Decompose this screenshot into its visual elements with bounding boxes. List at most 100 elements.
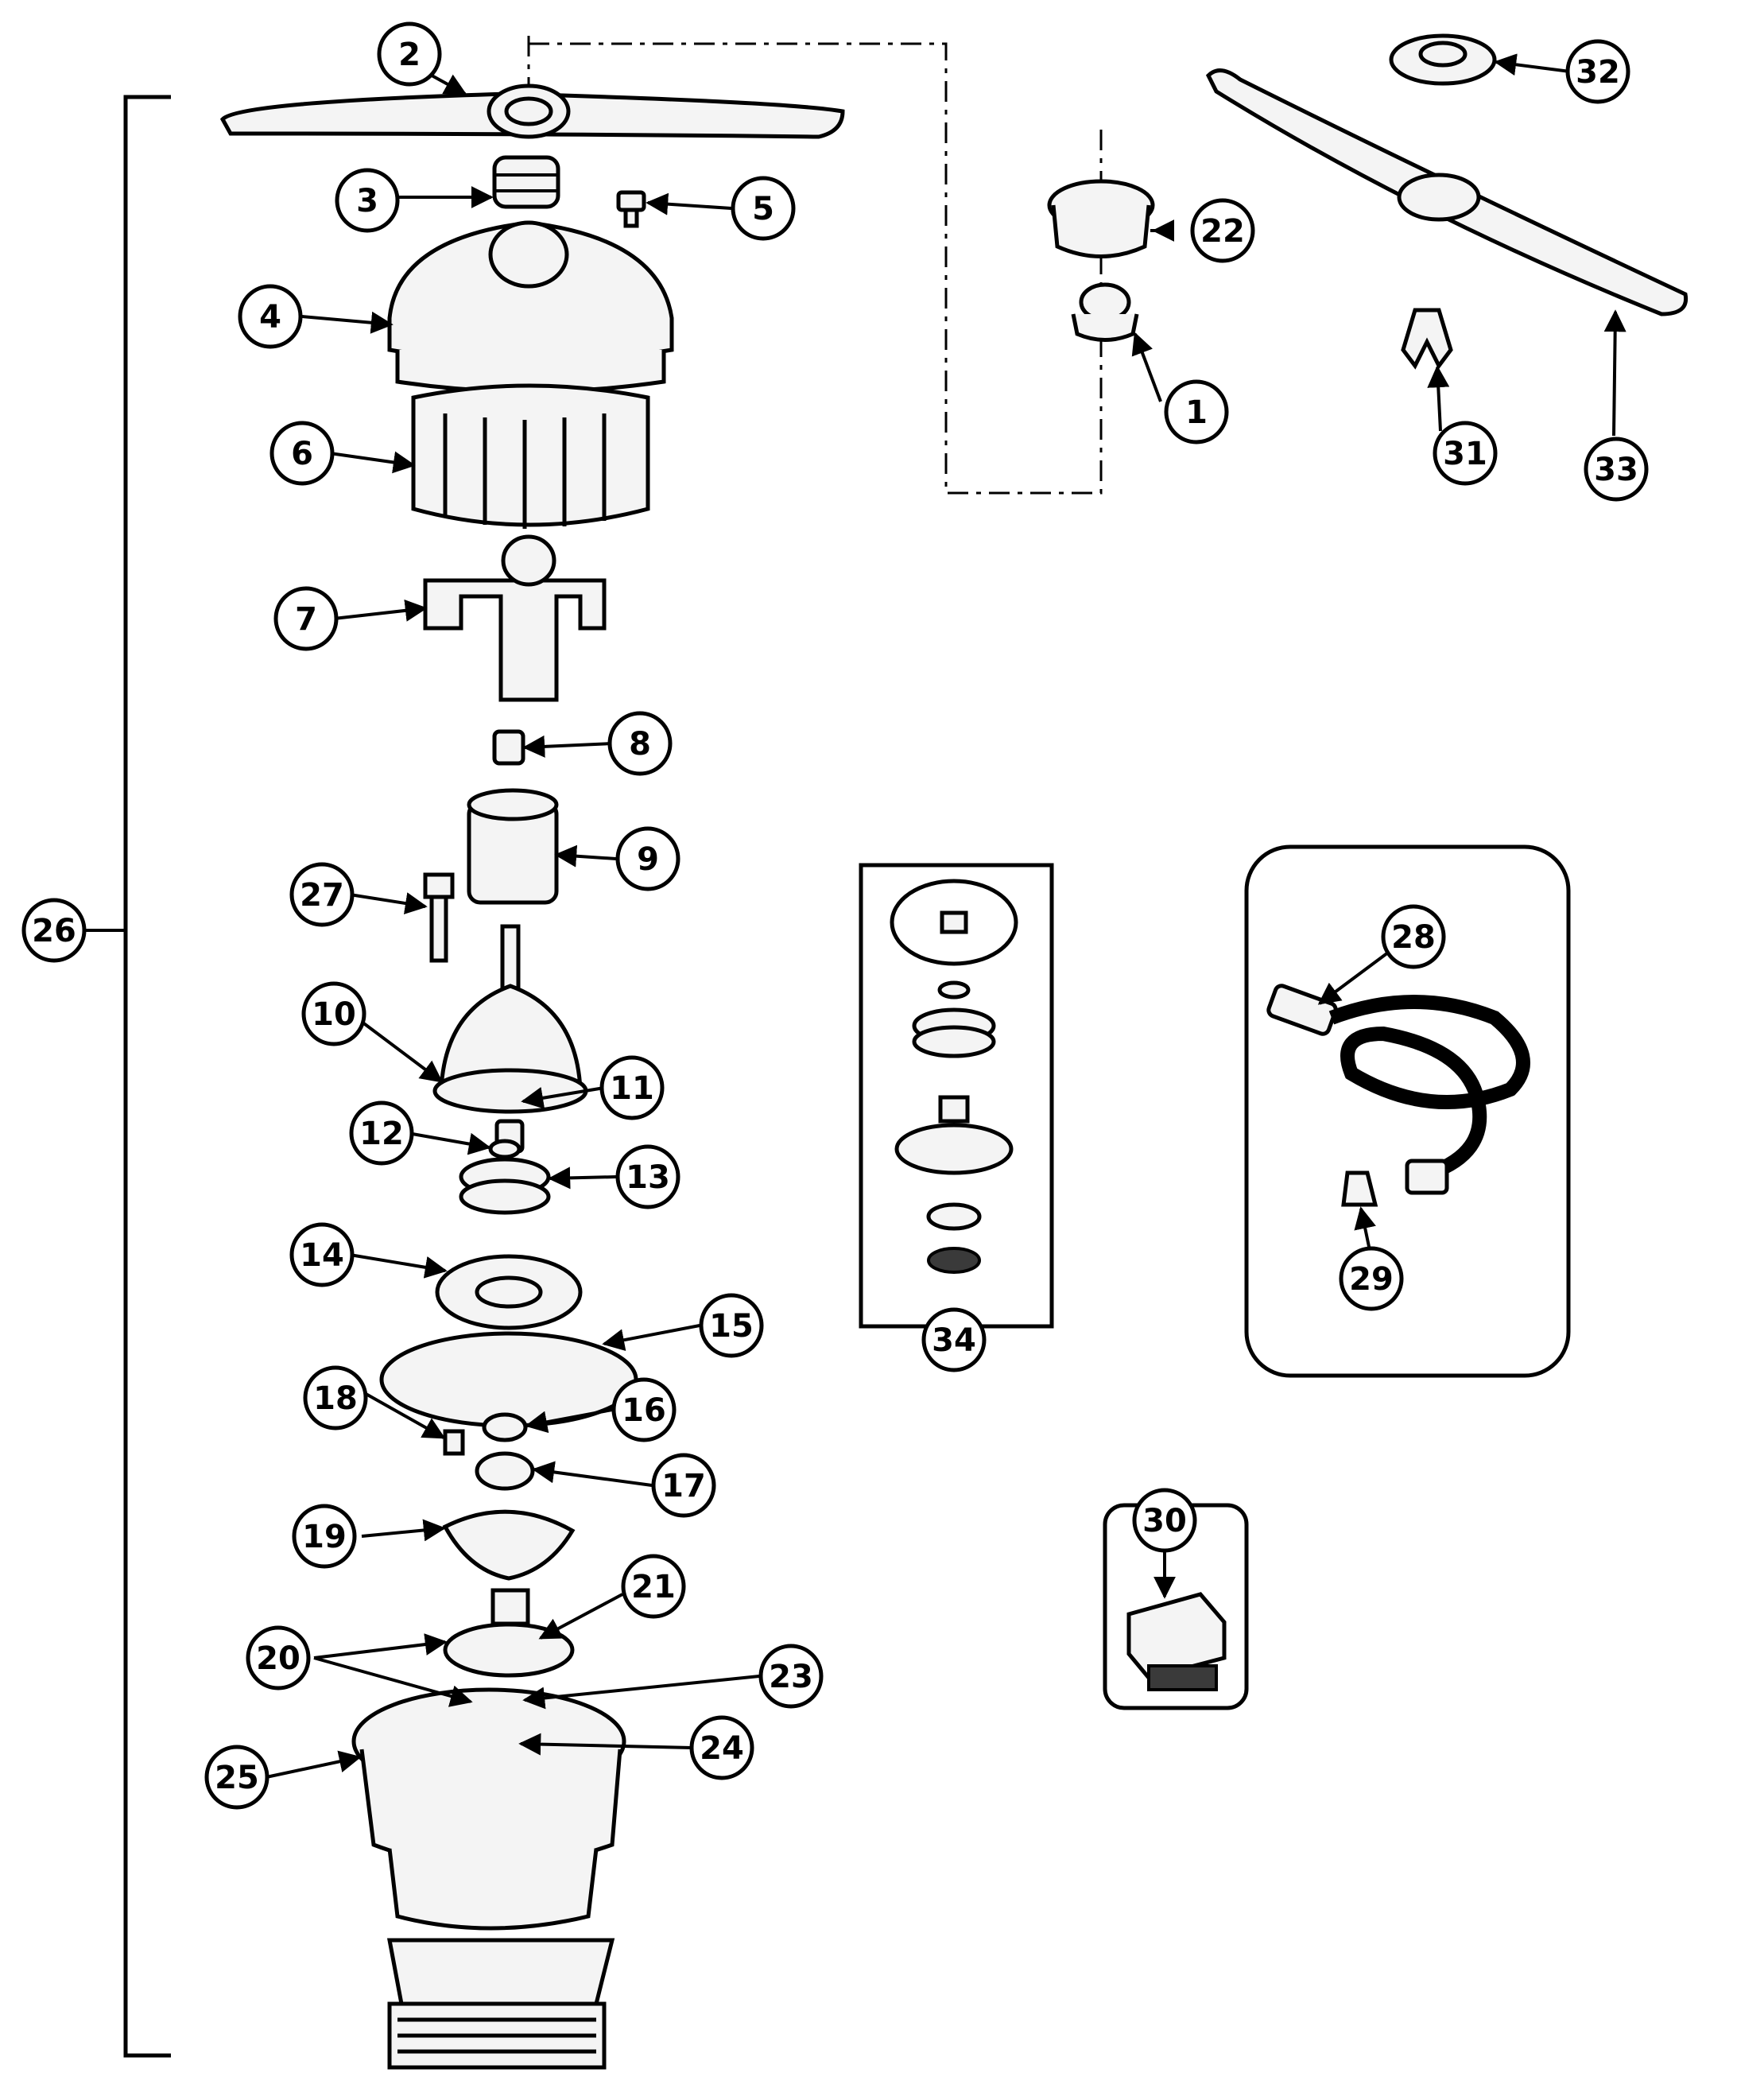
callout-9: 9	[615, 826, 680, 891]
callout-label: 24	[700, 1730, 744, 1767]
callout-8: 8	[607, 711, 673, 776]
callout-20: 20	[246, 1625, 311, 1690]
callout-circle	[1190, 198, 1255, 263]
callout-26: 26	[21, 898, 87, 963]
callout-28: 28	[1381, 904, 1446, 969]
callout-label: 31	[1443, 436, 1487, 472]
pump-cover	[387, 220, 674, 394]
callout-23: 23	[758, 1644, 824, 1709]
valve-box	[1103, 1503, 1249, 1710]
callout-label: 22	[1200, 213, 1245, 250]
filter-screen	[411, 383, 650, 529]
callout-label: 32	[1576, 54, 1620, 91]
o-ring-12	[488, 1139, 521, 1159]
callout-label: 6	[291, 436, 313, 472]
callout-circle	[1339, 1246, 1404, 1311]
callout-circle	[303, 1365, 368, 1430]
callout-label: 19	[302, 1519, 347, 1555]
assembly-bracket	[86, 95, 171, 2058]
callouts: 1234567891011121314151617181920212223242…	[21, 21, 1649, 1810]
spray-arm-hub	[492, 155, 560, 209]
upper-spray-arm	[1205, 68, 1689, 316]
callout-label: 14	[300, 1237, 344, 1274]
lower-spray-arm	[219, 83, 845, 139]
callout-16: 16	[611, 1377, 677, 1442]
callout-circle	[651, 1453, 716, 1518]
callout-21: 21	[621, 1554, 686, 1619]
motor-cap	[432, 924, 588, 1114]
kit-34-box	[859, 863, 1054, 1337]
callout-label: 5	[752, 191, 774, 227]
clip-31	[1401, 308, 1453, 370]
callout-27: 27	[289, 862, 355, 927]
callout-circle	[292, 1504, 357, 1569]
callout-label: 30	[1142, 1503, 1187, 1539]
callout-label: 27	[300, 877, 344, 914]
callout-circle	[921, 1307, 987, 1372]
callout-33: 33	[1584, 437, 1649, 502]
callout-13: 13	[615, 1144, 680, 1209]
callout-5: 5	[731, 176, 796, 241]
callout-label: 4	[259, 299, 281, 336]
callout-17: 17	[651, 1453, 716, 1518]
callout-circle	[689, 1715, 754, 1780]
callout-circle	[1132, 1488, 1197, 1553]
callout-circle	[1164, 379, 1229, 444]
callout-label: 1	[1185, 394, 1208, 431]
callout-circle	[335, 168, 400, 233]
callout-circle	[349, 1100, 414, 1166]
diffuser-19	[442, 1509, 576, 1581]
callout-label: 10	[312, 996, 356, 1033]
callout-circle	[301, 981, 366, 1046]
part-1	[1071, 282, 1139, 342]
callout-label: 17	[661, 1468, 706, 1504]
part-8	[492, 729, 525, 766]
callout-label: 18	[313, 1380, 358, 1417]
callout-circle	[699, 1293, 764, 1358]
callout-12: 12	[349, 1100, 414, 1166]
callout-25: 25	[204, 1745, 269, 1810]
callout-29: 29	[1339, 1246, 1404, 1311]
callout-circle	[621, 1554, 686, 1619]
callout-22: 22	[1190, 198, 1255, 263]
callout-label: 28	[1391, 919, 1436, 956]
callout-label: 23	[769, 1659, 813, 1695]
callout-2: 2	[377, 21, 442, 87]
callout-24: 24	[689, 1715, 754, 1780]
callout-circle	[1565, 39, 1630, 104]
callout-30: 30	[1132, 1488, 1197, 1553]
seal-13	[459, 1157, 551, 1215]
callout-label: 26	[32, 913, 76, 949]
callout-circle	[758, 1644, 824, 1709]
callout-circle	[731, 176, 796, 241]
callout-1: 1	[1164, 379, 1229, 444]
bolt-27	[423, 872, 455, 963]
callout-label: 25	[215, 1760, 259, 1796]
pump-motor	[386, 1938, 615, 2070]
callout-label: 21	[631, 1569, 676, 1605]
callout-label: 16	[622, 1392, 666, 1429]
callout-label: 3	[356, 183, 378, 219]
callout-label: 11	[610, 1070, 654, 1107]
callout-10: 10	[301, 981, 366, 1046]
screw-5	[616, 190, 646, 228]
callout-4: 4	[238, 284, 303, 349]
callout-7: 7	[273, 586, 339, 651]
callout-19: 19	[292, 1504, 357, 1569]
callout-circle	[1433, 421, 1498, 486]
part-22	[1047, 179, 1155, 258]
callout-label: 29	[1349, 1261, 1394, 1298]
callout-3: 3	[335, 168, 400, 233]
callout-32: 32	[1565, 39, 1630, 104]
callout-14: 14	[289, 1222, 355, 1287]
callout-label: 2	[398, 37, 421, 73]
callout-label: 7	[295, 601, 317, 638]
callout-circle	[377, 21, 442, 87]
callout-circle	[204, 1745, 269, 1810]
callout-circle	[269, 421, 335, 486]
callout-circle	[289, 862, 355, 927]
callout-label: 20	[256, 1640, 300, 1677]
part-32	[1389, 33, 1497, 86]
callout-18: 18	[303, 1365, 368, 1430]
